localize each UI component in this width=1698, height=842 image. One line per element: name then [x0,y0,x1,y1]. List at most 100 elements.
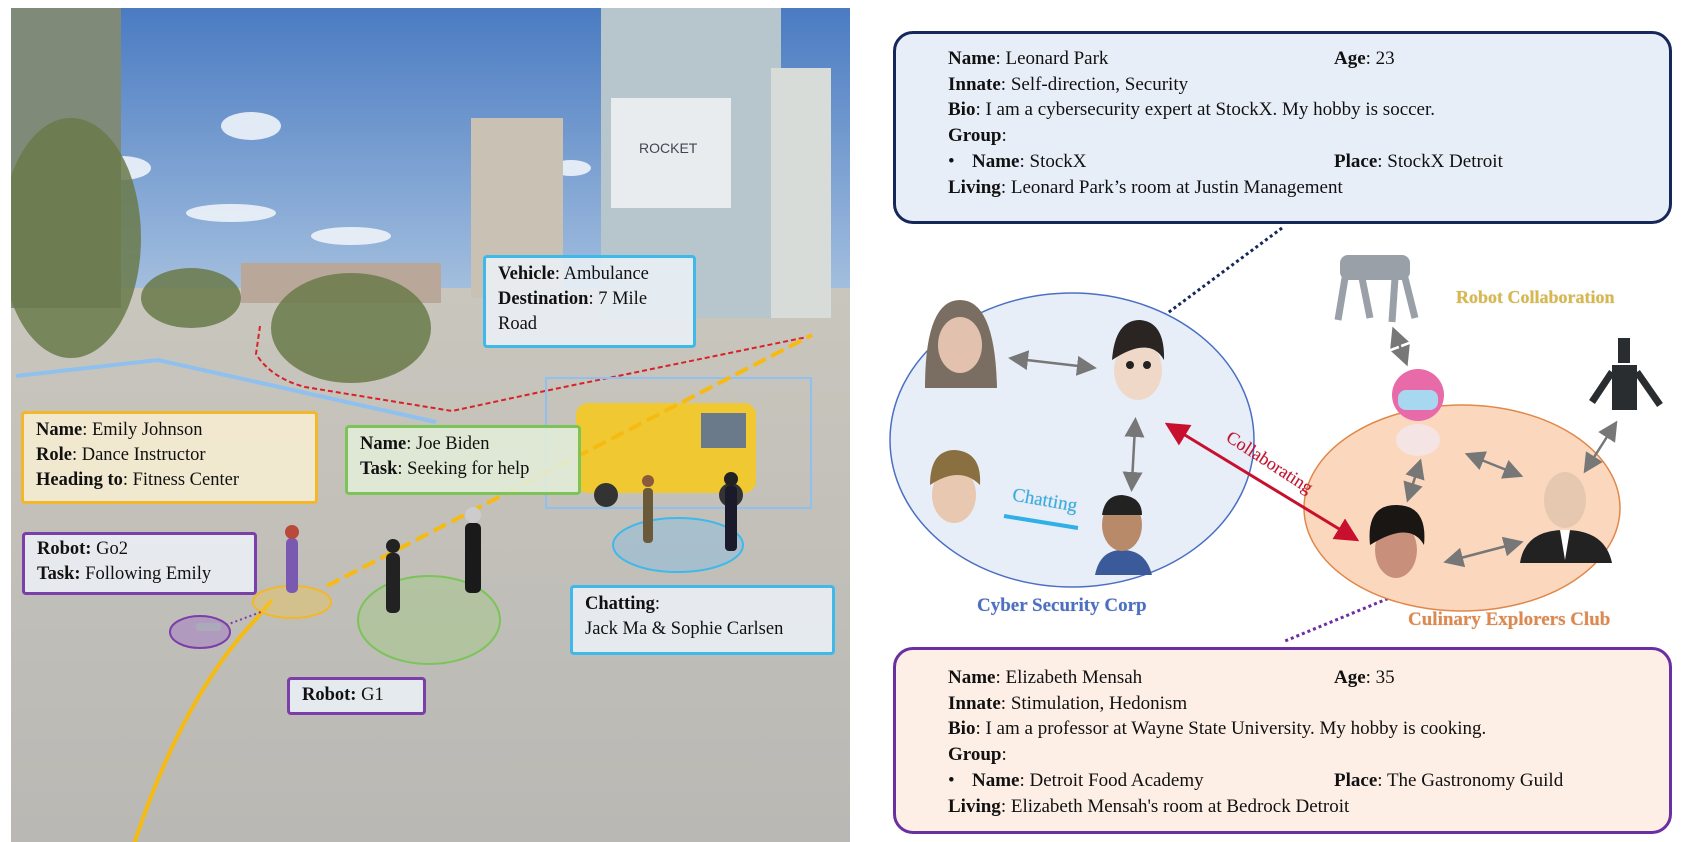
leonard-profile-card: Name: Leonard Park Age: 23 Innate: Self-… [893,31,1672,224]
cyber-security-corp-label: Cyber Security Corp [977,595,1147,616]
group-name-value: : StockX [1019,150,1087,172]
joe-label: Name: Joe Biden Task: Seeking for help [345,425,581,495]
avatar-long-hair [925,300,997,388]
avatar-blond [930,450,981,523]
group-key: Group [948,125,1002,147]
innate-key: Innate [948,73,1001,95]
avatar-leonard [1112,320,1165,400]
vehicle-label: Vehicle: Ambulance Destination: 7 Mile R… [483,255,696,348]
task-key: Task: [37,564,81,584]
go2-ring [169,615,231,649]
culinary-explorers-club-label: Culinary Explorers Club [1408,609,1611,630]
arrow [1583,420,1618,474]
vehicle-key: Vehicle [498,264,555,284]
avatar-suit-man [1520,472,1612,563]
place-value: : StockX Detroit [1377,150,1503,172]
arrow [1403,458,1425,503]
boundary-line [15,357,437,424]
chatting-bar [1003,514,1079,530]
simulation-scene: ROCKET [11,8,850,842]
innate-value: : Stimulation, Hedonism [1000,692,1188,714]
collaborating-arrow [1164,422,1360,542]
bio-value: : I am a cybersecurity expert at StockX.… [975,99,1436,121]
destination-value: : 7 Mile Road [498,289,648,334]
bio-key: Bio [948,99,976,121]
name-value: : Emily Johnson [82,420,203,440]
avatar-robot-girl [1392,369,1444,456]
buildings: ROCKET [11,8,831,318]
arrow [1122,417,1145,492]
chatting-key: Chatting [585,594,655,614]
group-key: Group [948,744,1002,766]
robot-key: Robot: [302,685,357,705]
living-key: Living [948,176,1001,198]
age-key: Age [1334,667,1366,688]
bullet: • [948,150,955,172]
task-value: Following Emily [80,564,212,584]
top-card-link [1164,226,1283,317]
vehicle-value: : Ambulance [554,264,649,284]
place-value: : The Gastronomy Guild [1377,769,1564,791]
go2-link [225,611,262,626]
task-key: Task [360,459,398,479]
bullet: • [948,769,955,791]
chatting-colon: : [654,594,661,614]
innate-value: : Self-direction, Security [1000,73,1189,95]
group-name-key: Name [972,769,1020,791]
place-key: Place [1334,150,1378,172]
name-value: : Leonard Park [995,48,1109,69]
arrow [1008,350,1097,376]
avatar-elizabeth [1369,505,1425,578]
arrow [1390,326,1410,367]
emily-label: Name: Emily Johnson Role: Dance Instruct… [21,411,318,504]
robot-collaboration-label: Robot Collaboration [1456,287,1615,307]
group-name-value: : Detroit Food Academy [1019,769,1204,791]
g1-label: Robot: G1 [287,677,426,715]
name-key: Name [36,420,83,440]
name-value: : Elizabeth Mensah [995,667,1143,688]
age-value: : 23 [1365,48,1395,69]
heading-key: Heading to [36,470,123,490]
arrow [1443,536,1524,568]
social-graph [889,226,1663,643]
go2-label: Robot: Go2 Task: Following Emily [22,532,257,595]
elizabeth-profile-card: Name: Elizabeth Mensah Age: 35 Innate: S… [893,647,1672,834]
avatar-hoodie [1095,495,1152,575]
place-key: Place [1334,769,1378,791]
name-key: Name [360,434,407,454]
bio-key: Bio [948,718,976,740]
chat-ring [612,517,744,573]
name-key: Name [948,48,996,69]
robot-value: Go2 [91,539,128,559]
role-value: : Dance Instructor [71,445,206,465]
chatting-value: Jack Ma & Sophie Carlsen [585,619,784,639]
characters [196,472,738,631]
name-value: : Joe Biden [406,434,490,454]
living-value: : Leonard Park’s room at Justin Manageme… [1000,176,1343,198]
age-value: : 35 [1365,667,1395,688]
robot-value: G1 [356,685,384,705]
heading-value: : Fitness Center [122,470,239,490]
bottom-card-link [1284,592,1400,643]
innate-key: Innate [948,692,1001,714]
trees [11,118,431,383]
bio-value: : I am a professor at Wayne State Univer… [975,718,1487,740]
ambulance-route [254,325,813,413]
destination-key: Destination [498,289,589,309]
living-value: : Elizabeth Mensah's room at Bedrock Det… [1000,795,1350,817]
robot-key: Robot: [37,539,92,559]
robot-dog-icon [1334,255,1419,323]
group-colon: : [1001,744,1007,766]
chatting-label: Chatting: Jack Ma & Sophie Carlsen [570,585,835,655]
living-key: Living [948,795,1001,817]
relation-arrows [1008,326,1618,568]
arrow [1464,451,1524,479]
robot-arm-icon [1589,338,1663,410]
billboard-text: ROCKET [639,140,698,156]
ambulance [545,377,812,509]
role-key: Role [36,445,72,465]
group-colon: : [1001,125,1007,147]
name-key: Name [948,667,996,688]
task-value: : Seeking for help [397,459,530,479]
avatars [925,255,1663,578]
